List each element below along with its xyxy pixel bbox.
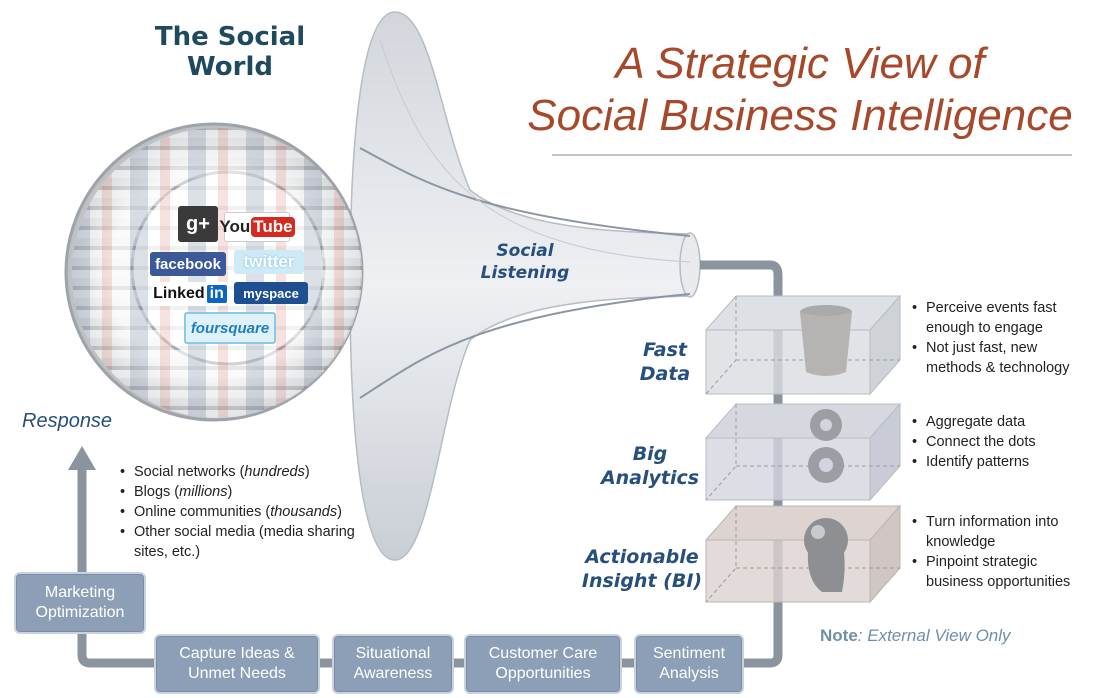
layer-bullets-big-analytics: Aggregate data Connect the dots Identify… <box>910 412 1090 472</box>
bullet-item: Other social media (media sharing sites,… <box>118 522 364 562</box>
social-world-bullets: Social networks (hundreds) Blogs (millio… <box>118 462 388 562</box>
bullet-item: Online communities (thousands) <box>118 502 388 522</box>
layer-bullets-fast-data: Perceive events fast enough to engage No… <box>910 298 1090 378</box>
output-capture-ideas: Capture Ideas &Unmet Needs <box>154 634 320 694</box>
foursquare-logo: foursquare <box>184 312 276 344</box>
google-plus-logo: g+ <box>178 206 218 242</box>
layer-bullets-actionable-insight: Turn information into knowledge Pinpoint… <box>910 512 1090 592</box>
response-label: Response <box>22 410 113 432</box>
bullet-item: Pinpoint strategic business opportunitie… <box>910 552 1090 592</box>
funnel <box>349 11 701 561</box>
facebook-logo: facebook <box>150 252 226 276</box>
bullet-item: Connect the dots <box>910 432 1090 452</box>
note-text: Note: External View Only <box>820 626 1011 645</box>
head-icon <box>804 518 848 592</box>
bullet-item: Turn information into knowledge <box>910 512 1090 552</box>
feedback-pipe <box>68 260 783 668</box>
bucket-icon <box>800 305 852 376</box>
bullet-item: Identify patterns <box>910 452 1090 472</box>
myspace-logo: myspace <box>234 282 308 304</box>
bullet-item: Blogs (millions) <box>118 482 388 502</box>
gears-icon <box>808 409 844 483</box>
social-world-title: The Social World <box>154 22 306 82</box>
bullet-item: Not just fast, new methods & technology <box>910 338 1090 378</box>
bullet-item: Perceive events fast enough to engage <box>910 298 1090 338</box>
page-title: A Strategic View of Social Business Inte… <box>527 39 1073 140</box>
bullet-item: Aggregate data <box>910 412 1090 432</box>
social-listening-label: Social Listening <box>480 241 570 283</box>
bullet-item: Social networks (hundreds) <box>118 462 388 482</box>
twitter-logo: twitter <box>234 250 304 274</box>
